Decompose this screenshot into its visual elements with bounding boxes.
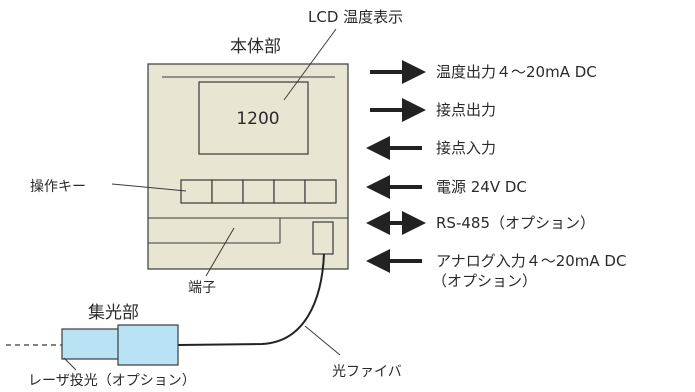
operation-key [273, 179, 306, 204]
laser-leader [63, 357, 77, 371]
collector-unit: 集光部 レーザ投光（オプション） [6, 303, 196, 389]
optical-fiber [177, 253, 325, 346]
io-label: アナログ入力４～20mA DC [436, 252, 626, 270]
collector-title: 集光部 [88, 303, 139, 323]
fiber-connector [312, 221, 334, 255]
operation-keys [180, 179, 337, 204]
fiber-leader [304, 325, 341, 356]
io-label-sub: （オプション） [432, 272, 537, 290]
operation-key [304, 179, 337, 204]
lcd-value: 1200 [236, 109, 279, 129]
operation-key [211, 179, 244, 204]
main-unit-title: 本体部 [230, 37, 281, 57]
terminal-block [148, 218, 281, 244]
operation-key [180, 179, 213, 204]
fiber-label: 光ファイバ [332, 364, 402, 380]
keys-leader [111, 183, 187, 192]
terminal-label: 端子 [188, 280, 216, 296]
terminal-leader [205, 227, 235, 277]
io-label: 電源 24V DC [436, 178, 527, 196]
lcd-display-label: LCD 温度表示 [308, 8, 403, 26]
collector-lens-front [61, 328, 121, 360]
main-unit: 1200 [147, 63, 349, 270]
lcd-leader [283, 28, 337, 101]
io-label: 温度出力４～20mA DC [436, 63, 597, 81]
collector-body [117, 324, 179, 366]
operation-key [242, 179, 275, 204]
io-label: 接点出力 [436, 101, 496, 119]
keys-label: 操作キー [30, 179, 86, 195]
laser-label: レーザ投光（オプション） [28, 373, 196, 389]
lcd-screen [198, 81, 309, 155]
io-label: 接点入力 [436, 139, 496, 157]
io-label: RS-485（オプション） [436, 214, 595, 232]
